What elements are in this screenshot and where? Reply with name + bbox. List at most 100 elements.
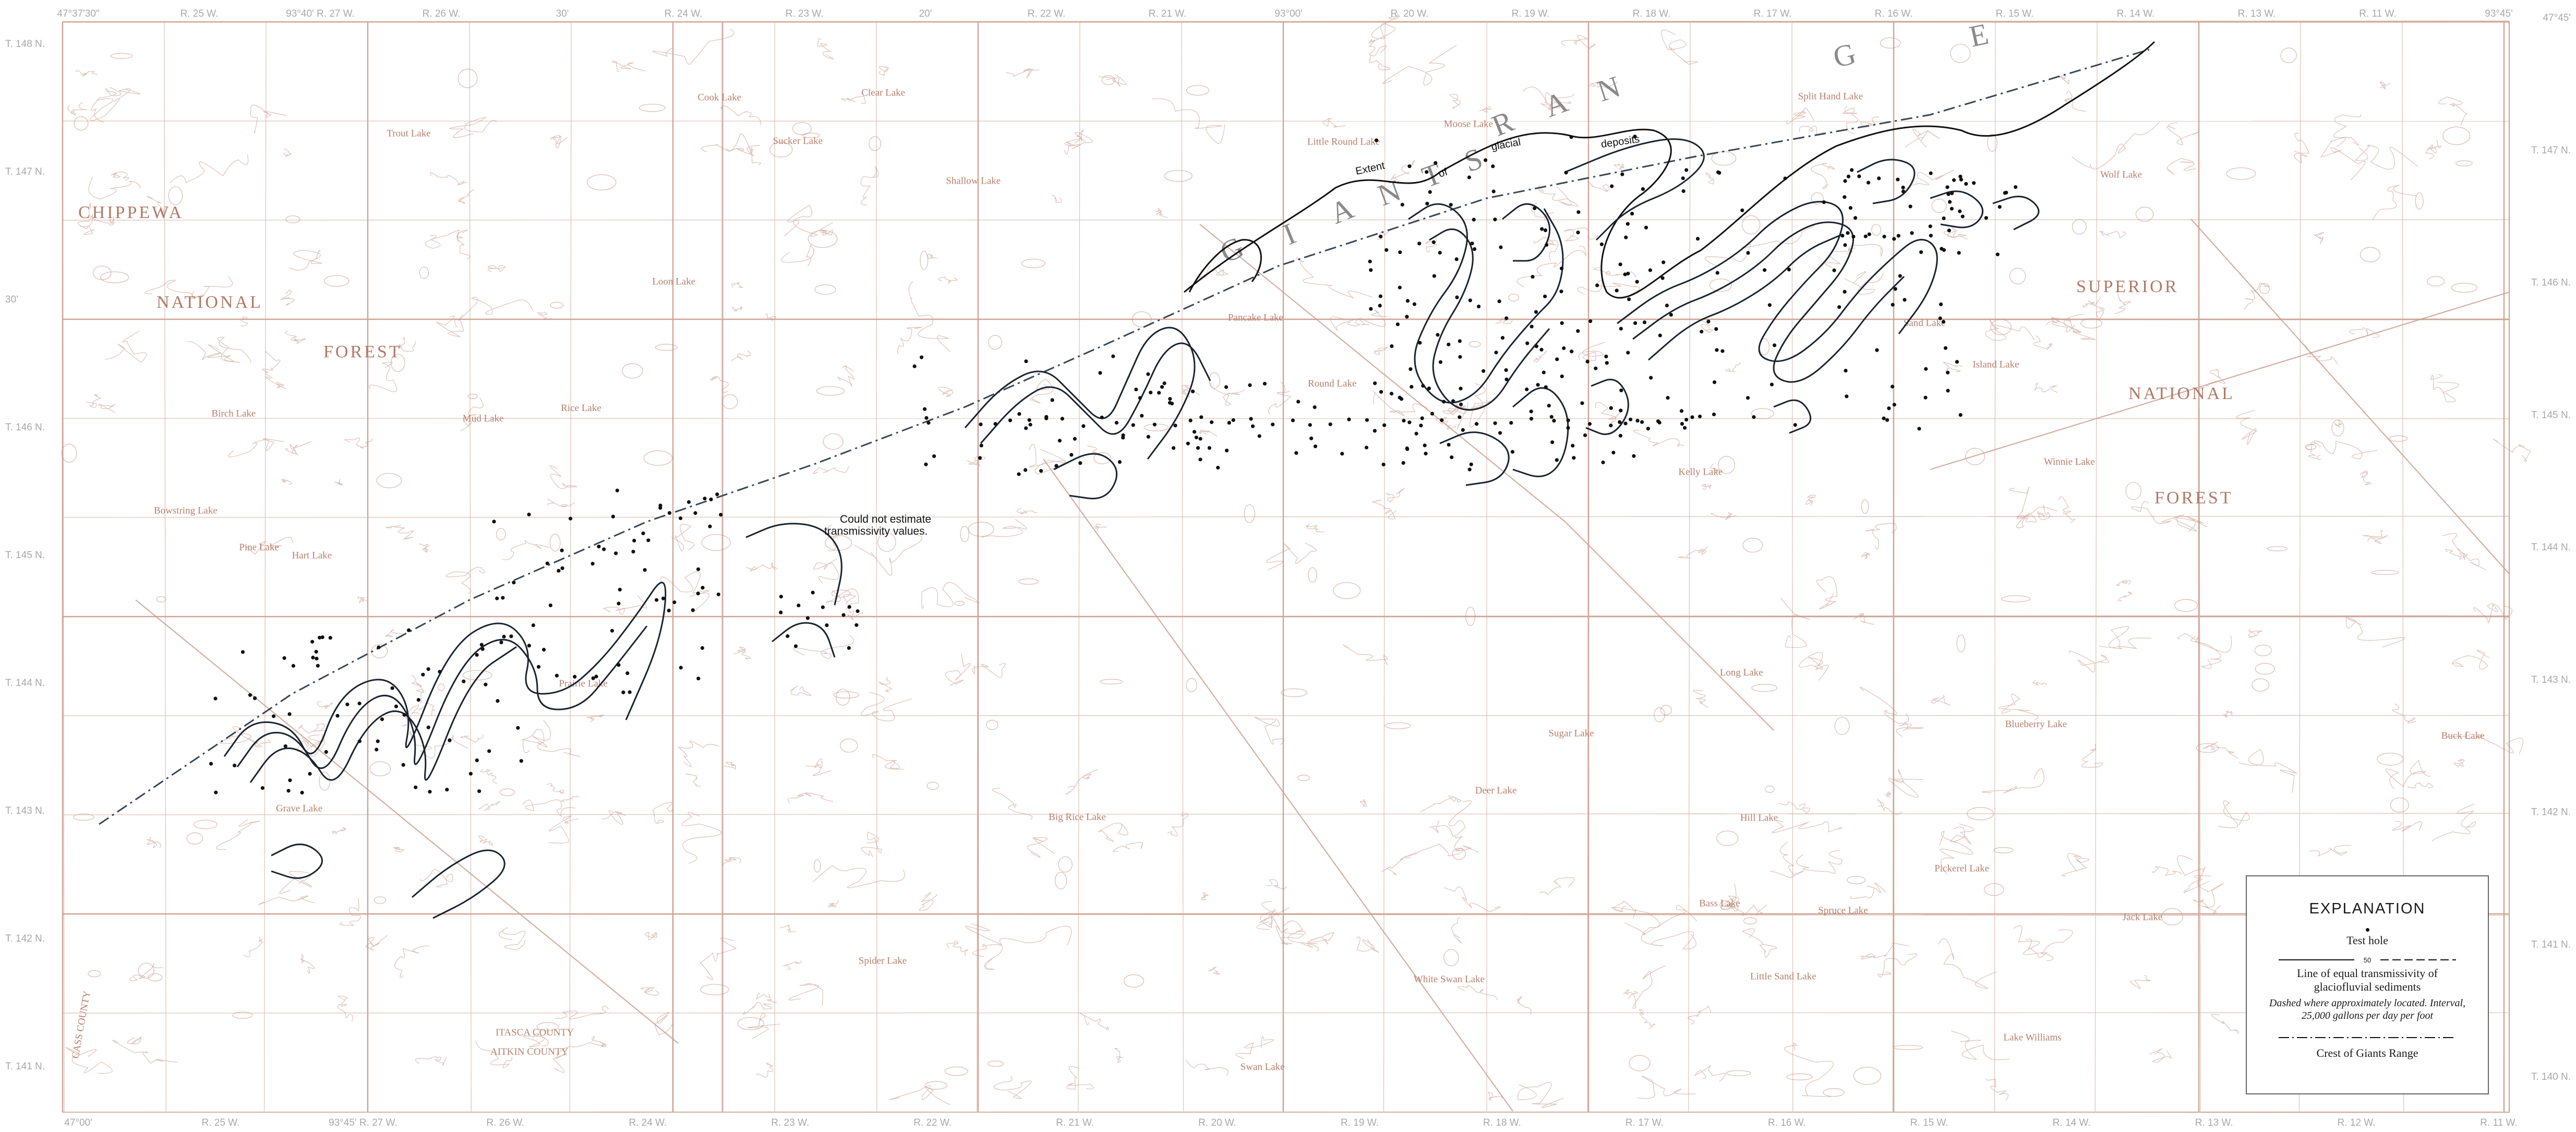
topo-contour	[756, 1063, 773, 1078]
test-hole	[1712, 380, 1717, 384]
topo-contour	[816, 38, 834, 59]
grid-line	[1994, 21, 1996, 1113]
test-hole	[1662, 260, 1666, 264]
test-hole	[591, 676, 595, 680]
topo-contour	[1951, 823, 1974, 845]
edge-label: R. 23 W.	[771, 1117, 809, 1128]
test-hole	[1227, 420, 1231, 425]
topo-contour	[91, 87, 122, 123]
grid-line	[2094, 21, 2098, 1113]
test-hole	[1958, 174, 1963, 179]
test-hole	[1308, 423, 1312, 427]
edge-label: R. 19 W.	[1341, 1117, 1379, 1128]
topo-contour	[1577, 279, 1640, 295]
roads	[135, 219, 2510, 1112]
grid-line	[62, 1112, 2510, 1113]
topo-contour	[147, 196, 165, 216]
topo-contour	[90, 88, 140, 121]
test-hole	[310, 640, 315, 644]
topo-contour	[788, 983, 823, 1006]
topo-contour	[1786, 107, 1814, 125]
topo-contour	[446, 567, 486, 594]
test-hole	[1893, 287, 1897, 291]
lake-outline	[319, 772, 331, 791]
lake-label: Winnie Lake	[2044, 456, 2095, 467]
topo-contour	[502, 540, 551, 560]
test-hole	[438, 670, 442, 674]
test-hole	[1619, 327, 1623, 331]
test-hole	[1194, 435, 1198, 440]
lake-outline	[1893, 1045, 1923, 1050]
topo-contour	[2032, 680, 2048, 686]
topo-contour	[1660, 29, 1698, 65]
edge-label: T. 140 N.	[2531, 1071, 2571, 1082]
lake-outline	[1811, 192, 1824, 205]
topo-contour	[521, 729, 581, 757]
test-hole	[1131, 423, 1135, 427]
test-hole	[1917, 427, 1921, 431]
test-holes	[209, 135, 2018, 795]
test-hole	[1946, 192, 1951, 196]
region-labels: CHIPPEWANATIONALFORESTSUPERIORNATIONALFO…	[78, 203, 2233, 508]
lake-outline	[700, 984, 729, 995]
topo-contour	[1905, 170, 1954, 190]
topo-contour	[555, 1006, 609, 1019]
topo-contour	[1268, 381, 1292, 415]
topo-contour	[1448, 800, 1472, 851]
test-hole	[445, 788, 449, 792]
test-hole	[1374, 138, 1379, 142]
topo-contour	[1210, 382, 1245, 406]
topo-contour	[2493, 438, 2531, 462]
topo-contour	[2176, 855, 2210, 893]
test-hole	[487, 749, 491, 753]
test-hole	[1017, 412, 1021, 416]
lake-outline	[2161, 908, 2183, 926]
test-hole	[1450, 455, 1454, 460]
test-hole	[1901, 189, 1906, 194]
topo-contour	[1844, 271, 1884, 295]
topo-contour	[1373, 391, 1428, 416]
lake-outline	[156, 596, 166, 603]
topo-contour	[784, 204, 833, 237]
test-hole	[1885, 418, 1889, 422]
edge-label: R. 11 W.	[2359, 8, 2396, 19]
road	[2190, 219, 2510, 574]
edge-label: T. 144 N.	[5, 678, 45, 689]
test-hole	[1399, 397, 1404, 401]
test-hole	[708, 524, 712, 528]
lake-outline	[74, 116, 89, 131]
topo-contour	[1951, 1030, 2010, 1061]
lake-outline	[536, 1022, 559, 1031]
lake-outline	[814, 284, 836, 295]
topo-contour	[1516, 246, 1586, 287]
topo-contour	[420, 869, 453, 888]
grid-line	[469, 21, 472, 1113]
topo-contour	[1098, 823, 1128, 842]
topo-contour	[2195, 635, 2232, 669]
test-hole	[1619, 388, 1623, 392]
topo-contour	[220, 726, 258, 744]
topo-contour	[641, 987, 659, 996]
lake-outline	[2389, 435, 2408, 442]
topo-contour	[972, 944, 1003, 970]
test-hole	[1843, 195, 1847, 199]
test-hole	[1624, 235, 1628, 239]
test-hole	[1595, 283, 1599, 287]
topo-contour	[2238, 749, 2297, 793]
topo-contour	[1859, 687, 1909, 724]
map-frame	[62, 21, 2510, 1113]
test-hole	[667, 511, 671, 515]
test-hole	[1417, 242, 1422, 246]
topo-contour	[411, 675, 425, 704]
test-hole	[658, 506, 663, 510]
test-hole	[1313, 444, 1318, 449]
test-hole	[1390, 344, 1394, 348]
lake-label: Trout Lake	[387, 128, 430, 139]
topo-contour	[1725, 363, 1741, 372]
test-hole	[480, 647, 485, 651]
lake-outline	[1719, 900, 1732, 910]
topo-contour	[699, 937, 737, 980]
test-hole	[499, 640, 503, 645]
test-hole	[492, 520, 496, 524]
